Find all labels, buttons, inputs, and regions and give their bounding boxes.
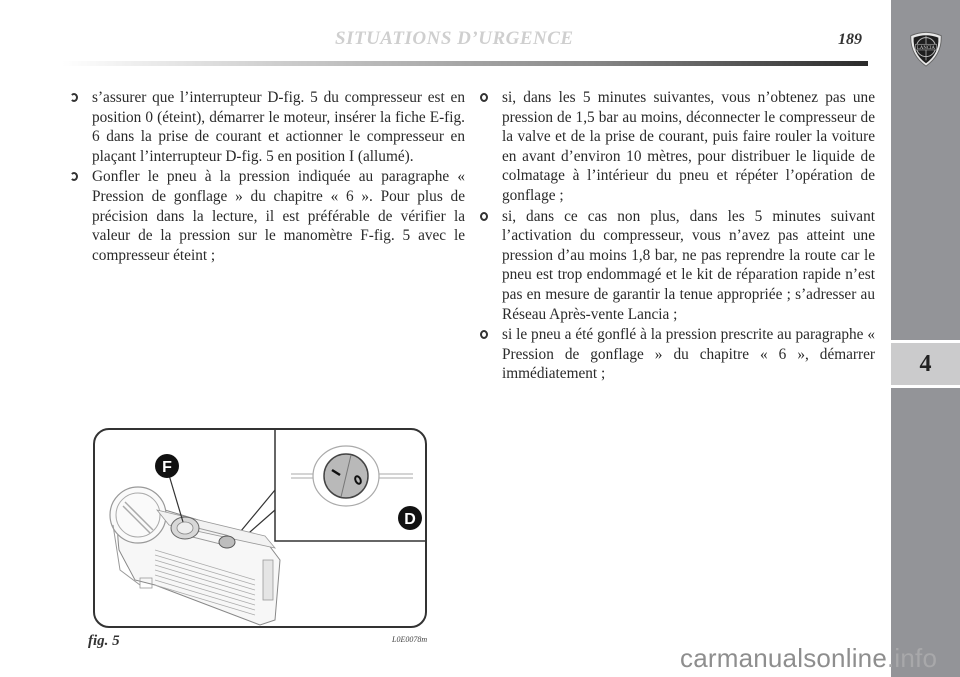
lancia-logo-icon: LANCIA bbox=[910, 31, 942, 67]
list-item-text: si, dans les 5 minutes suivantes, vous n… bbox=[502, 89, 875, 204]
section-title: SITUATIONS D’URGENCE bbox=[335, 28, 574, 49]
switch-on-mark bbox=[331, 468, 341, 477]
list-item-text: si, dans ce cas non plus, dans les 5 min… bbox=[502, 207, 875, 323]
bullet-icon bbox=[480, 330, 488, 340]
compressor-illustration-icon: F D bbox=[109, 430, 425, 626]
header-divider bbox=[62, 61, 868, 66]
switch-label-d: D bbox=[404, 511, 416, 528]
bullet-icon bbox=[70, 172, 78, 182]
page-number: 189 bbox=[838, 31, 862, 48]
list-item: si, dans les 5 minutes suivantes, vous n… bbox=[480, 88, 875, 206]
list-item-text: s’assurer que l’interrupteur D-fig. 5 du… bbox=[92, 89, 465, 165]
switch-off-mark bbox=[354, 475, 362, 485]
svg-text:LANCIA: LANCIA bbox=[917, 46, 936, 51]
bullet-icon bbox=[70, 93, 78, 102]
watermark-main: carmanualsonline bbox=[680, 643, 887, 673]
gauge-label-f: F bbox=[162, 459, 172, 476]
list-item: Gonfler le pneu à la pression indiquée a… bbox=[70, 167, 465, 265]
figure-code: L0E0078m bbox=[392, 635, 428, 644]
compressor-figure: F D bbox=[93, 428, 427, 628]
list-item: si le pneu a été gonflé à la pression pr… bbox=[480, 325, 875, 384]
bullet-icon bbox=[480, 93, 488, 102]
chapter-side-tab: LANCIA bbox=[891, 0, 960, 677]
left-column: s’assurer que l’interrupteur D-fig. 5 du… bbox=[70, 88, 465, 266]
watermark-tail: .info bbox=[887, 643, 938, 673]
right-column: si, dans les 5 minutes suivantes, vous n… bbox=[480, 88, 875, 385]
list-item-text: Gonfler le pneu à la pression indiquée a… bbox=[92, 168, 465, 264]
list-item-text: si le pneu a été gonflé à la pression pr… bbox=[502, 326, 875, 383]
figure-caption: fig. 5 bbox=[88, 633, 120, 649]
chapter-number-tab[interactable]: 4 bbox=[891, 340, 960, 388]
watermark: carmanualsonline.info bbox=[680, 643, 937, 674]
list-item: s’assurer que l’interrupteur D-fig. 5 du… bbox=[70, 88, 465, 166]
bullet-icon bbox=[480, 211, 488, 221]
list-item: si, dans ce cas non plus, dans les 5 min… bbox=[480, 207, 875, 325]
